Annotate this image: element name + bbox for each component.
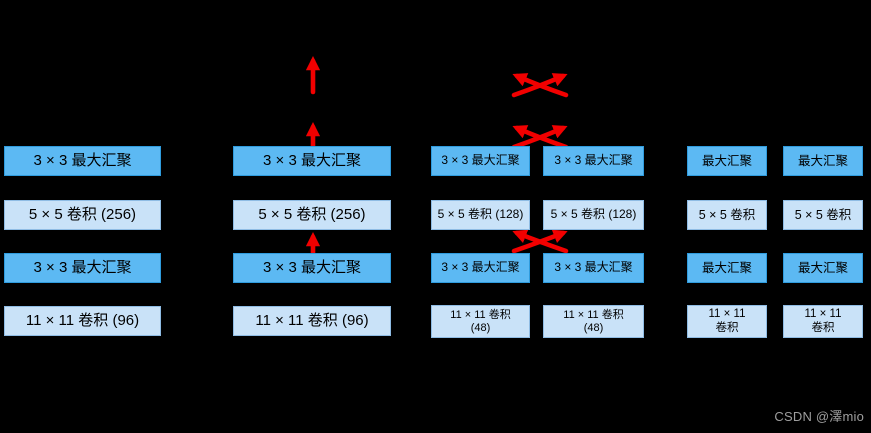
pooling-layer-box: 3 × 3 最大汇聚 — [543, 146, 644, 176]
conv-layer-box: 11 × 11 卷积 (48) — [431, 305, 530, 338]
conv-layer-box: 5 × 5 卷积 (256) — [4, 200, 161, 230]
conv-layer-box: 11 × 11 卷积 — [687, 305, 767, 338]
pooling-layer-box: 最大汇聚 — [783, 146, 863, 176]
crossed-arrows-icon — [511, 125, 569, 150]
conv-layer-box: 11 × 11 卷积 (96) — [233, 306, 391, 336]
crossed-arrows-icon — [511, 229, 569, 254]
pooling-layer-box: 最大汇聚 — [687, 146, 767, 176]
pooling-layer-box: 最大汇聚 — [687, 253, 767, 283]
conv-layer-box: 11 × 11 卷积 (48) — [543, 305, 644, 338]
conv-layer-box: 5 × 5 卷积 — [687, 200, 767, 230]
conv-layer-box: 5 × 5 卷积 — [783, 200, 863, 230]
pooling-layer-box: 3 × 3 最大汇聚 — [233, 253, 391, 283]
conv-layer-box: 5 × 5 卷积 (256) — [233, 200, 391, 230]
crossed-arrows-icon — [511, 73, 569, 98]
pooling-layer-box: 3 × 3 最大汇聚 — [4, 146, 161, 176]
conv-layer-box: 5 × 5 卷积 (128) — [543, 200, 644, 230]
pooling-layer-box: 最大汇聚 — [783, 253, 863, 283]
watermark: CSDN @澤mio — [774, 409, 864, 424]
conv-layer-box: 11 × 11 卷积 — [783, 305, 863, 338]
conv-layer-box: 5 × 5 卷积 (128) — [431, 200, 530, 230]
conv-layer-box: 11 × 11 卷积 (96) — [4, 306, 161, 336]
pooling-layer-box: 3 × 3 最大汇聚 — [543, 253, 644, 283]
pooling-layer-box: 3 × 3 最大汇聚 — [4, 253, 161, 283]
pooling-layer-box: 3 × 3 最大汇聚 — [233, 146, 391, 176]
pooling-layer-box: 3 × 3 最大汇聚 — [431, 253, 530, 283]
pooling-layer-box: 3 × 3 最大汇聚 — [431, 146, 530, 176]
